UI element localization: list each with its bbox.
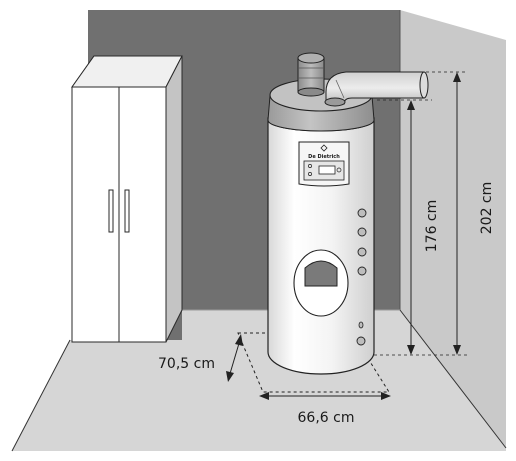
cabinet-handle-left [108, 189, 114, 233]
left-floor-line [11, 339, 71, 452]
width-arrow-right [381, 392, 391, 400]
brand-logo-icon [320, 144, 328, 152]
side-wall [400, 10, 506, 448]
depth-arrow-bottom [226, 371, 234, 382]
cabinet-side [165, 55, 183, 343]
depth-dimension: 70,5 cm [158, 334, 243, 382]
width-arrow-left [259, 392, 269, 400]
vertical-duct [297, 52, 325, 97]
panel-button-bottom [308, 172, 312, 176]
floor [12, 310, 506, 451]
display-screen [318, 165, 336, 175]
horizontal-duct [324, 71, 429, 107]
panel-knob [336, 167, 342, 173]
depth-line [228, 339, 241, 378]
cabinet-handle-right [124, 189, 130, 233]
inspection-hatch [293, 249, 349, 317]
storage-cabinet [71, 55, 183, 343]
total-height-arrow-top [453, 72, 461, 82]
depth-arrow-top [235, 334, 243, 346]
width-dimension: 66,6 cm [259, 392, 391, 426]
total-height-arrow-bottom [453, 345, 461, 355]
total-height-label: 202 cm [479, 182, 495, 235]
control-panel: De Dietrich [298, 141, 350, 187]
brand-label: De Dietrich [308, 154, 340, 160]
depth-label: 70,5 cm [158, 356, 215, 372]
footprint-outline [237, 332, 390, 393]
pipe-connections [356, 208, 367, 346]
width-label: 66,6 cm [298, 410, 355, 426]
heat-pump-water-heater: De Dietrich [237, 52, 429, 393]
height-dimensions: 176 cm 202 cm [374, 71, 495, 356]
tank-height-label: 176 cm [424, 200, 440, 253]
tank-height-arrow-top [407, 100, 415, 110]
side-floor-line [399, 309, 507, 449]
tank-height-arrow-bottom [407, 345, 415, 355]
panel-button-top [308, 164, 312, 168]
